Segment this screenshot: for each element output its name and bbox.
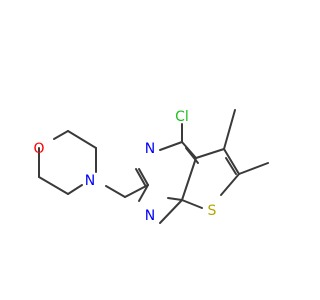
thiophene-bond	[223, 148, 240, 175]
morpholine-bond	[67, 184, 83, 195]
pyrimidine-nitrogen-2-label: N	[145, 208, 155, 224]
pyrimidine-bond	[181, 157, 197, 201]
thiophene-bond	[181, 199, 203, 209]
morpholine-nitrogen-label: N	[85, 173, 95, 189]
pyrimidine-bond	[135, 168, 146, 186]
pyrimidine-bond	[138, 168, 149, 186]
ch2-linker-bond	[105, 185, 126, 198]
sulfur-atom-label: S	[208, 203, 217, 219]
thiophene-bond	[225, 157, 237, 175]
chlorine-atom-label: Cl	[175, 109, 189, 125]
pyrimidine-bond	[159, 199, 183, 224]
oxygen-atom-label: O	[33, 141, 44, 157]
molecule-structure: O N N N Cl S	[0, 0, 300, 300]
morpholine-bond	[53, 130, 69, 140]
methyl-bond	[223, 109, 236, 150]
pyrimidine-nitrogen-1-label: N	[145, 141, 155, 157]
thiophene-bond	[195, 148, 225, 159]
thiophene-bond	[220, 173, 240, 196]
background	[0, 0, 300, 300]
ch2-linker-bond	[124, 184, 149, 198]
pyrimidine-bond	[159, 141, 183, 151]
morpholine-bond	[38, 176, 69, 195]
pyrimidine-bond	[167, 197, 183, 201]
pyrimidine-bond	[138, 184, 149, 202]
morpholine-bond	[67, 130, 97, 149]
atom-labels: O N N N Cl S	[33, 109, 216, 224]
methyl-bond	[238, 162, 269, 175]
pyrimidine-bond	[181, 141, 197, 159]
bond-lines	[38, 109, 269, 224]
